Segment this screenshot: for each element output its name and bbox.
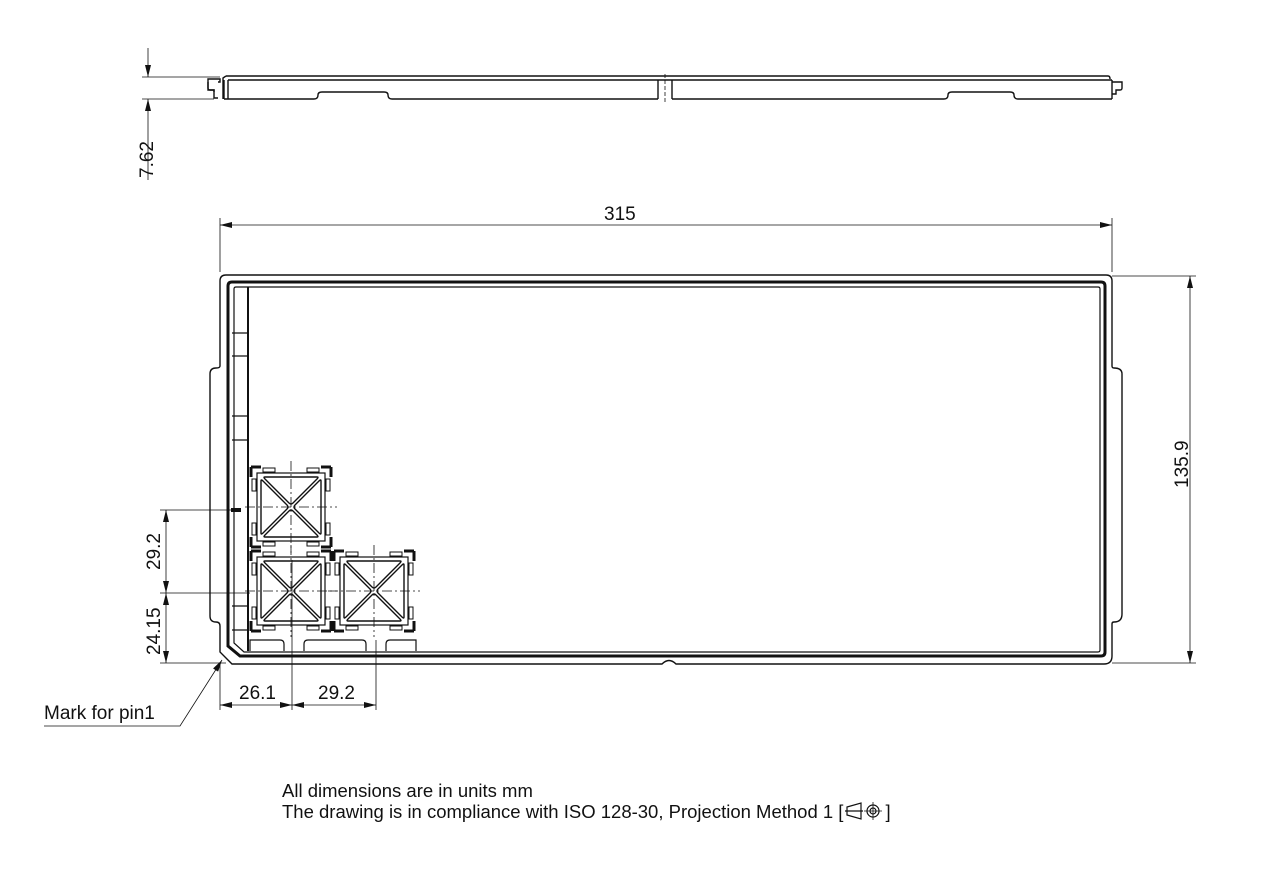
compliance-note: The drawing is in compliance with ISO 12… [282, 801, 891, 822]
dimension-pitch-vertical-value: 29.2 [144, 533, 165, 570]
dimension-pocket-horizontal: 26.1 29.2 [219, 560, 377, 710]
side-view [207, 74, 1123, 102]
dimension-pocket-vertical: 29.2 24.15 [144, 509, 250, 664]
dimension-overall-height: 135.9 [1112, 275, 1196, 664]
dimension-overall-width: 315 [219, 204, 1113, 272]
drawing-notes: All dimensions are in units mm The drawi… [282, 780, 891, 822]
compliance-text: The drawing is in compliance with ISO 12… [282, 801, 844, 822]
dimension-offset-vertical-value: 24.15 [144, 607, 165, 655]
compliance-close: ] [885, 801, 891, 822]
units-note: All dimensions are in units mm [282, 780, 533, 801]
first-angle-projection-icon [845, 802, 883, 820]
dimension-thickness-value: 7.62 [137, 141, 158, 178]
pocket-row1-col1 [243, 543, 339, 639]
dimension-overall-height-value: 135.9 [1172, 440, 1193, 488]
pocket-row1-col2 [326, 543, 422, 639]
pin1-callout: Mark for pin1 [44, 659, 223, 727]
pin1-label: Mark for pin1 [44, 703, 155, 724]
pocket-row2-col1 [243, 459, 339, 555]
dimension-pitch-horizontal-value: 29.2 [318, 683, 355, 704]
dimension-thickness: 7.62 [137, 48, 220, 180]
top-view [209, 274, 1123, 665]
dimension-offset-horizontal-value: 26.1 [239, 683, 276, 704]
dimension-overall-width-value: 315 [604, 204, 636, 225]
pocket-supports [249, 639, 417, 651]
